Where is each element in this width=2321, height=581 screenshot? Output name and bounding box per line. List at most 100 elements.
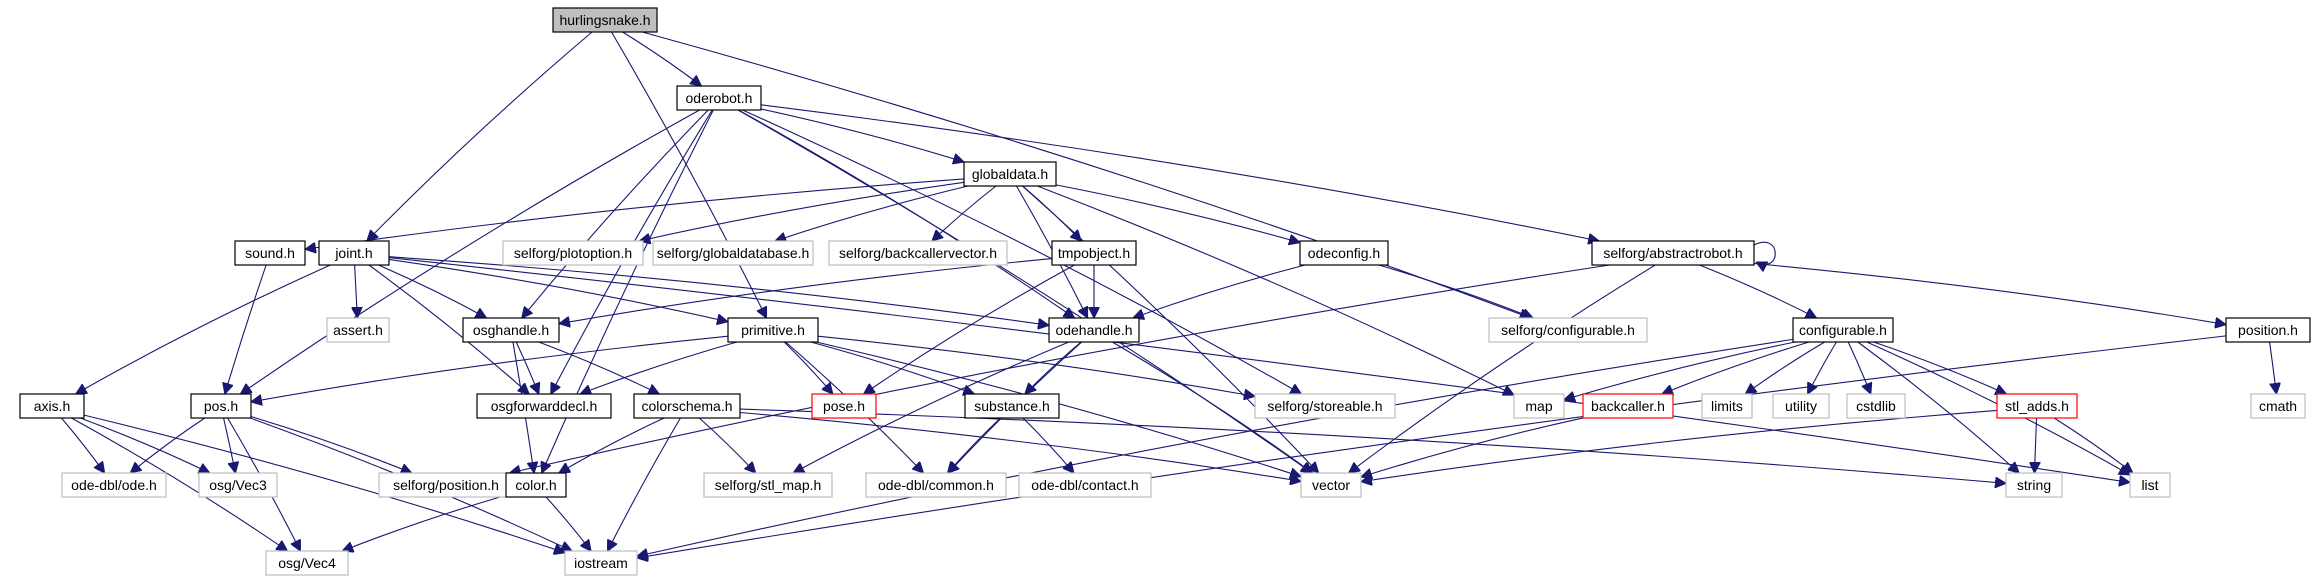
node-label: primitive.h (741, 322, 805, 338)
node-vector[interactable]: vector (1300, 472, 1362, 498)
node-osg_vec3[interactable]: osg/Vec3 (198, 472, 278, 498)
edge-substance-to-odedbl_common (948, 417, 1001, 473)
edge-primitive-to-vector (816, 341, 1301, 477)
edge-tmpobject-to-pose (864, 264, 1075, 394)
node-box (828, 240, 1008, 266)
node-box (505, 472, 567, 498)
edge-globaldata-to-map (1037, 185, 1514, 395)
edge-abstractrobot-to-selforg_position (509, 264, 1610, 473)
node-box (2005, 472, 2063, 498)
node-label: selforg/configurable.h (1501, 322, 1635, 338)
node-sound[interactable]: sound.h (234, 240, 306, 266)
edge-abstractrobot-to-configurable (1699, 264, 1816, 318)
edge-configurable-to-stl_adds (1873, 341, 2007, 394)
node-backcaller[interactable]: backcaller.h (1582, 393, 1674, 419)
node-box (552, 7, 658, 33)
node-box (318, 240, 390, 266)
edge-configurable-to-iostream (637, 338, 1794, 556)
node-label: list (2141, 477, 2158, 493)
node-box (190, 393, 252, 419)
edge-colorschema-to-stl_map (698, 417, 755, 473)
node-cmath[interactable]: cmath (2250, 393, 2306, 419)
node-label: odehandle.h (1055, 322, 1132, 338)
node-plotoption[interactable]: selforg/plotoption.h (502, 240, 644, 266)
edge-odeconfig-to-odehandle (1133, 264, 1306, 318)
node-position[interactable]: position.h (2225, 317, 2311, 343)
node-colorschema[interactable]: colorschema.h (633, 393, 741, 419)
node-iostream[interactable]: iostream (564, 550, 638, 576)
node-string[interactable]: string (2005, 472, 2063, 498)
node-box (1772, 393, 1830, 419)
node-hurlingsnake[interactable]: hurlingsnake.h (552, 7, 658, 33)
edge-stl_adds-to-string (2034, 417, 2036, 473)
node-box (1300, 472, 1362, 498)
node-osghandle[interactable]: osghandle.h (462, 317, 560, 343)
node-joint[interactable]: joint.h (318, 240, 390, 266)
edge-globaldata-to-vector (1022, 185, 1318, 473)
node-substance[interactable]: substance.h (964, 393, 1060, 419)
node-odehandle[interactable]: odehandle.h (1048, 317, 1140, 343)
node-globaldata[interactable]: globaldata.h (963, 161, 1057, 187)
node-label: axis.h (34, 398, 71, 414)
node-list[interactable]: list (2129, 472, 2171, 498)
node-odeconfig[interactable]: odeconfig.h (1299, 240, 1389, 266)
node-box (1792, 317, 1894, 343)
node-configurable_selforg[interactable]: selforg/configurable.h (1488, 317, 1648, 343)
node-pose[interactable]: pose.h (811, 393, 877, 419)
node-stl_adds[interactable]: stl_adds.h (1996, 393, 2078, 419)
edge-primitive-to-osgforwarddecl (580, 341, 737, 394)
node-label: joint.h (334, 245, 372, 261)
edge-primitive-to-pose (783, 341, 833, 394)
node-configurable[interactable]: configurable.h (1792, 317, 1894, 343)
node-pos[interactable]: pos.h (190, 393, 252, 419)
node-backcallervector[interactable]: selforg/backcallervector.h (828, 240, 1008, 266)
node-primitive[interactable]: primitive.h (727, 317, 819, 343)
node-stl_map[interactable]: selforg/stl_map.h (703, 472, 833, 498)
node-assert[interactable]: assert.h (326, 317, 390, 343)
node-osgforwarddecl[interactable]: osgforwarddecl.h (476, 393, 612, 419)
node-odedbl_common[interactable]: ode-dbl/common.h (865, 472, 1007, 498)
edge-pos-to-odedbl_ode (130, 417, 206, 473)
node-globaldatabase[interactable]: selforg/globaldatabase.h (652, 240, 814, 266)
node-utility[interactable]: utility (1772, 393, 1830, 419)
node-cstdlib[interactable]: cstdlib (1846, 393, 1906, 419)
edge-joint-to-list (388, 256, 2130, 483)
node-label: ode-dbl/ode.h (71, 477, 157, 493)
edge-oderobot-to-color (542, 109, 714, 473)
node-label: vector (1312, 477, 1350, 493)
node-label: tmpobject.h (1058, 245, 1130, 261)
node-map[interactable]: map (1513, 393, 1565, 419)
node-box (378, 472, 514, 498)
node-box (703, 472, 833, 498)
node-limits[interactable]: limits (1701, 393, 1753, 419)
node-label: pos.h (204, 398, 238, 414)
edge-globaldata-to-backcallervector (932, 185, 997, 241)
node-box (502, 240, 644, 266)
node-abstractrobot[interactable]: selforg/abstractrobot.h (1591, 240, 1755, 266)
edge-configurable-to-string (1857, 341, 2019, 473)
node-odedbl_contact[interactable]: ode-dbl/contact.h (1018, 472, 1152, 498)
node-box (1701, 393, 1753, 419)
edge-stl_adds-to-vector (1361, 409, 1998, 481)
node-label: pose.h (823, 398, 865, 414)
node-color[interactable]: color.h (505, 472, 567, 498)
node-selforg_position[interactable]: selforg/position.h (378, 472, 514, 498)
node-storeable[interactable]: selforg/storeable.h (1254, 393, 1396, 419)
node-box (234, 240, 306, 266)
node-box (1048, 317, 1140, 343)
edge-globaldata-to-sound (305, 178, 965, 249)
node-label: selforg/backcallervector.h (839, 245, 997, 261)
node-label: selforg/plotoption.h (514, 245, 632, 261)
node-label: selforg/globaldatabase.h (657, 245, 810, 261)
node-osg_vec4[interactable]: osg/Vec4 (265, 550, 349, 576)
node-label: ode-dbl/common.h (878, 477, 994, 493)
node-oderobot[interactable]: oderobot.h (676, 85, 762, 111)
node-odedbl_ode[interactable]: ode-dbl/ode.h (61, 472, 167, 498)
node-tmpobject[interactable]: tmpobject.h (1051, 240, 1137, 266)
node-box (652, 240, 814, 266)
node-box (1591, 240, 1755, 266)
node-box (963, 161, 1057, 187)
node-box (633, 393, 741, 419)
node-axis[interactable]: axis.h (19, 393, 85, 419)
